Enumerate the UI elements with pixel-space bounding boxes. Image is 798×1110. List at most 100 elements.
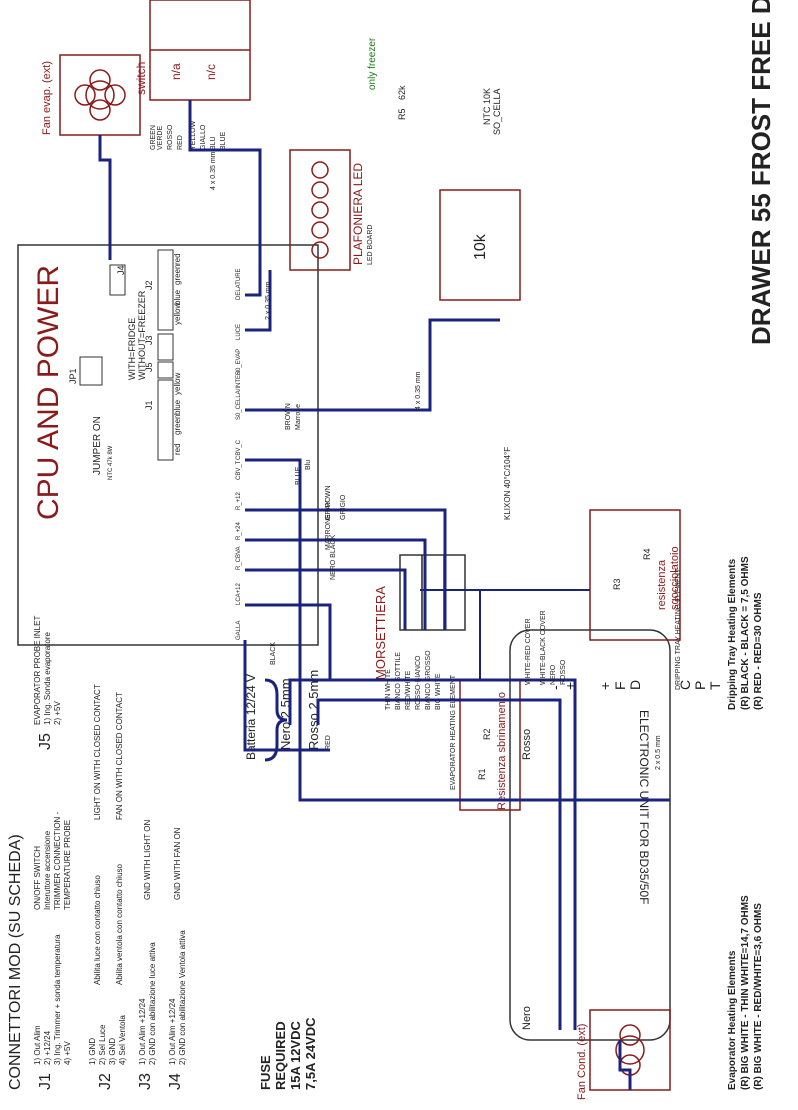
j1-line-2: 2) +12/24 [43,1030,52,1065]
j3-pin-label: J3 [144,335,154,345]
j1-note-2: TRIMMER CONNECTION - [53,811,62,910]
cpu-pin-label: R_+12 [236,491,242,510]
evap-line-2: (R) BIG WHITE - RED/WHITE=3,6 OHMS [753,903,764,1090]
wire-rosso: ROSSO [560,659,567,685]
unit-terminal: P [692,681,708,690]
wire-luce [245,270,272,332]
j2-note-2: Abilita ventola con contatto chiuso [115,863,124,985]
wire-nero: NERO [550,664,557,685]
switch-label: switch [134,62,148,95]
plafoniera-label: PLAFONIERA LED [351,163,365,265]
fan-cond: Fan Cond. (ext) [576,1009,671,1100]
fuse-line-3: 15A 12VDC [288,1021,303,1090]
j1-connector [157,379,174,461]
j1-note-1: ON/OFF SWITCH [33,846,42,910]
switch-wire: VERDE [157,126,164,150]
j4-label: J4 [167,1073,184,1090]
j1-color-4: yellow [173,373,182,395]
wire-so-cella [245,318,500,412]
evap-line-1: (R) BIG WHITE - THIN WHITE=14,7 OHMS [740,895,751,1090]
wire-gray: GRAY [325,500,332,520]
ntc-onboard-label: NTC 47k 8W [108,445,114,480]
dripping-res2: sgocciolatoio [669,546,681,610]
cpu-pin-label: R_CBVA [236,546,242,570]
morsettiera-block [399,554,466,631]
wire-red-white: RED/WHITE [405,670,412,710]
wire-rosso-label: Rosso [521,729,533,760]
plafoniera-led: PLAFONIERA LED LED BOARD [289,149,374,271]
switch-block: switch n/c n/a GREEN VERDE ROSSO RED YEL… [134,0,251,150]
evap-label: EVAPORATOR HEATING ELEMENT [450,674,457,790]
battery-black: BLACK [270,642,277,665]
fuse-line-2: REQUIRED [273,1021,288,1090]
j4-connector [109,264,126,296]
unit-terminal: D [627,680,643,690]
wire-bianco-sottile: BIANCO SOTTILE [395,652,402,710]
wire-rosso-bianco: ROSSO-BIANCO [415,655,422,710]
j2-note-1b: LIGHT ON WITH CLOSED CONTACT [93,684,102,820]
dripping-line-1: (R) BLACK - BLACK = 7,5 OHMS [740,556,751,710]
j1-color-3: blue [173,399,182,415]
evap-r1: R1 [477,768,487,780]
battery-red: RED [325,735,332,750]
j4-pin-label: J4 [116,265,126,275]
unit-terminal: + [597,682,613,690]
wire-brown: BROWN [285,403,292,430]
cpu-pin-labels: GALLA LCA+12 R_CBVA R_+24 R_+12 CBV_T CB… [236,268,242,640]
ntc-so-cella: SO_CELLA [492,88,502,135]
only-freezer-label: only freezer [367,37,378,90]
jp1-label: JP1 [68,368,78,384]
cpu-pin-label: S0_CELLA/INTER [236,370,242,420]
switch-wire: GREEN [150,125,157,150]
j1-note-1b: Interuttore accensione [43,830,52,910]
j5-line-2: 2) +5V [53,701,62,725]
wire-size-1: 4 x 0.35 mm [210,151,217,190]
switch-na: n/a [169,63,183,80]
connectors-header: CONNETTORI MOD (SU SCHEDA) [7,834,24,1090]
switch-wire: BLUE [220,131,227,150]
cpu-pin-label: R_+24 [236,521,242,540]
j1-label: J1 [37,1073,54,1090]
wire-size-2: 2 x 0.35 mm [265,281,272,320]
switch-nc: n/c [204,64,218,80]
switch-wire: ROSSO [167,124,174,150]
j2-color-1: yellow [173,303,182,325]
dripping-line-2: (R) RED - RED=30 OHMS [753,592,764,710]
cpu-pin-label: LUCE [236,324,242,340]
dripping-res: resistenza [656,559,668,610]
j1-color-1: red [173,443,182,455]
ntc-10k: NTC 10K [482,88,492,125]
wire-labels: BROWN Marrone BLUE Blu GRAY GRIGIO MARRO… [210,151,662,1030]
wire-bianco-grosso: BIANCO GROSSO [425,650,432,710]
j2-line-1: 1) GND [88,1038,97,1065]
j2-note-1: Abilita luce con contatto chiuso [93,875,102,985]
wire-size-3: 4 x 0.35 mm [415,371,422,410]
wire-unit-fan [618,1040,632,1090]
j1-note-2b: TEMPERATURE PROBE [63,820,72,910]
j2-note-2b: FAN ON WITH CLOSED CONTACT [115,692,124,820]
fuse-note: FUSE REQUIRED 15A 12VDC 7,5A 24VDC [258,1017,318,1090]
j1-line-3: 3) Ing. Trimmer + sonda temperatura [53,934,62,1065]
cpu-pin-label: GALLA [236,621,242,640]
j5-note: EVAPORATOR PROBE INLET [33,616,42,725]
cpu-title: CPU AND POWER [32,265,65,520]
j3-line-2: 2) GND con abilitazione luce attiva [148,942,157,1065]
wire-big-white: BIG WHITE [435,673,442,710]
j1-line-4: 4) +5V [63,1041,72,1065]
without-freezer-label: WITHOUT=FREEZER [137,290,147,380]
wire-delature [188,100,262,297]
wire-white-black-cover: WHITE-BLACK COVER [540,610,547,685]
fan-cond-label: Fan Cond. (ext) [576,1024,588,1100]
j5-connector [157,361,174,379]
switch-wire: YELLOW [190,120,197,150]
switch-wire: GIALLO [200,124,207,150]
battery-brace [264,678,288,762]
j3-line-1: 1) Out Alim +12/24 [138,998,147,1065]
wire-blue: BLUE [295,466,302,485]
wire-lca [245,603,332,680]
fan-evap-label: Fan evap. (ext) [41,61,53,135]
j4-note: GND WITH FAN ON [173,827,182,900]
j3-note: GND WITH LIGHT ON [143,819,152,900]
electronic-unit-label: ELECTRONIC UNIT FOR BD35/50F [637,710,651,904]
